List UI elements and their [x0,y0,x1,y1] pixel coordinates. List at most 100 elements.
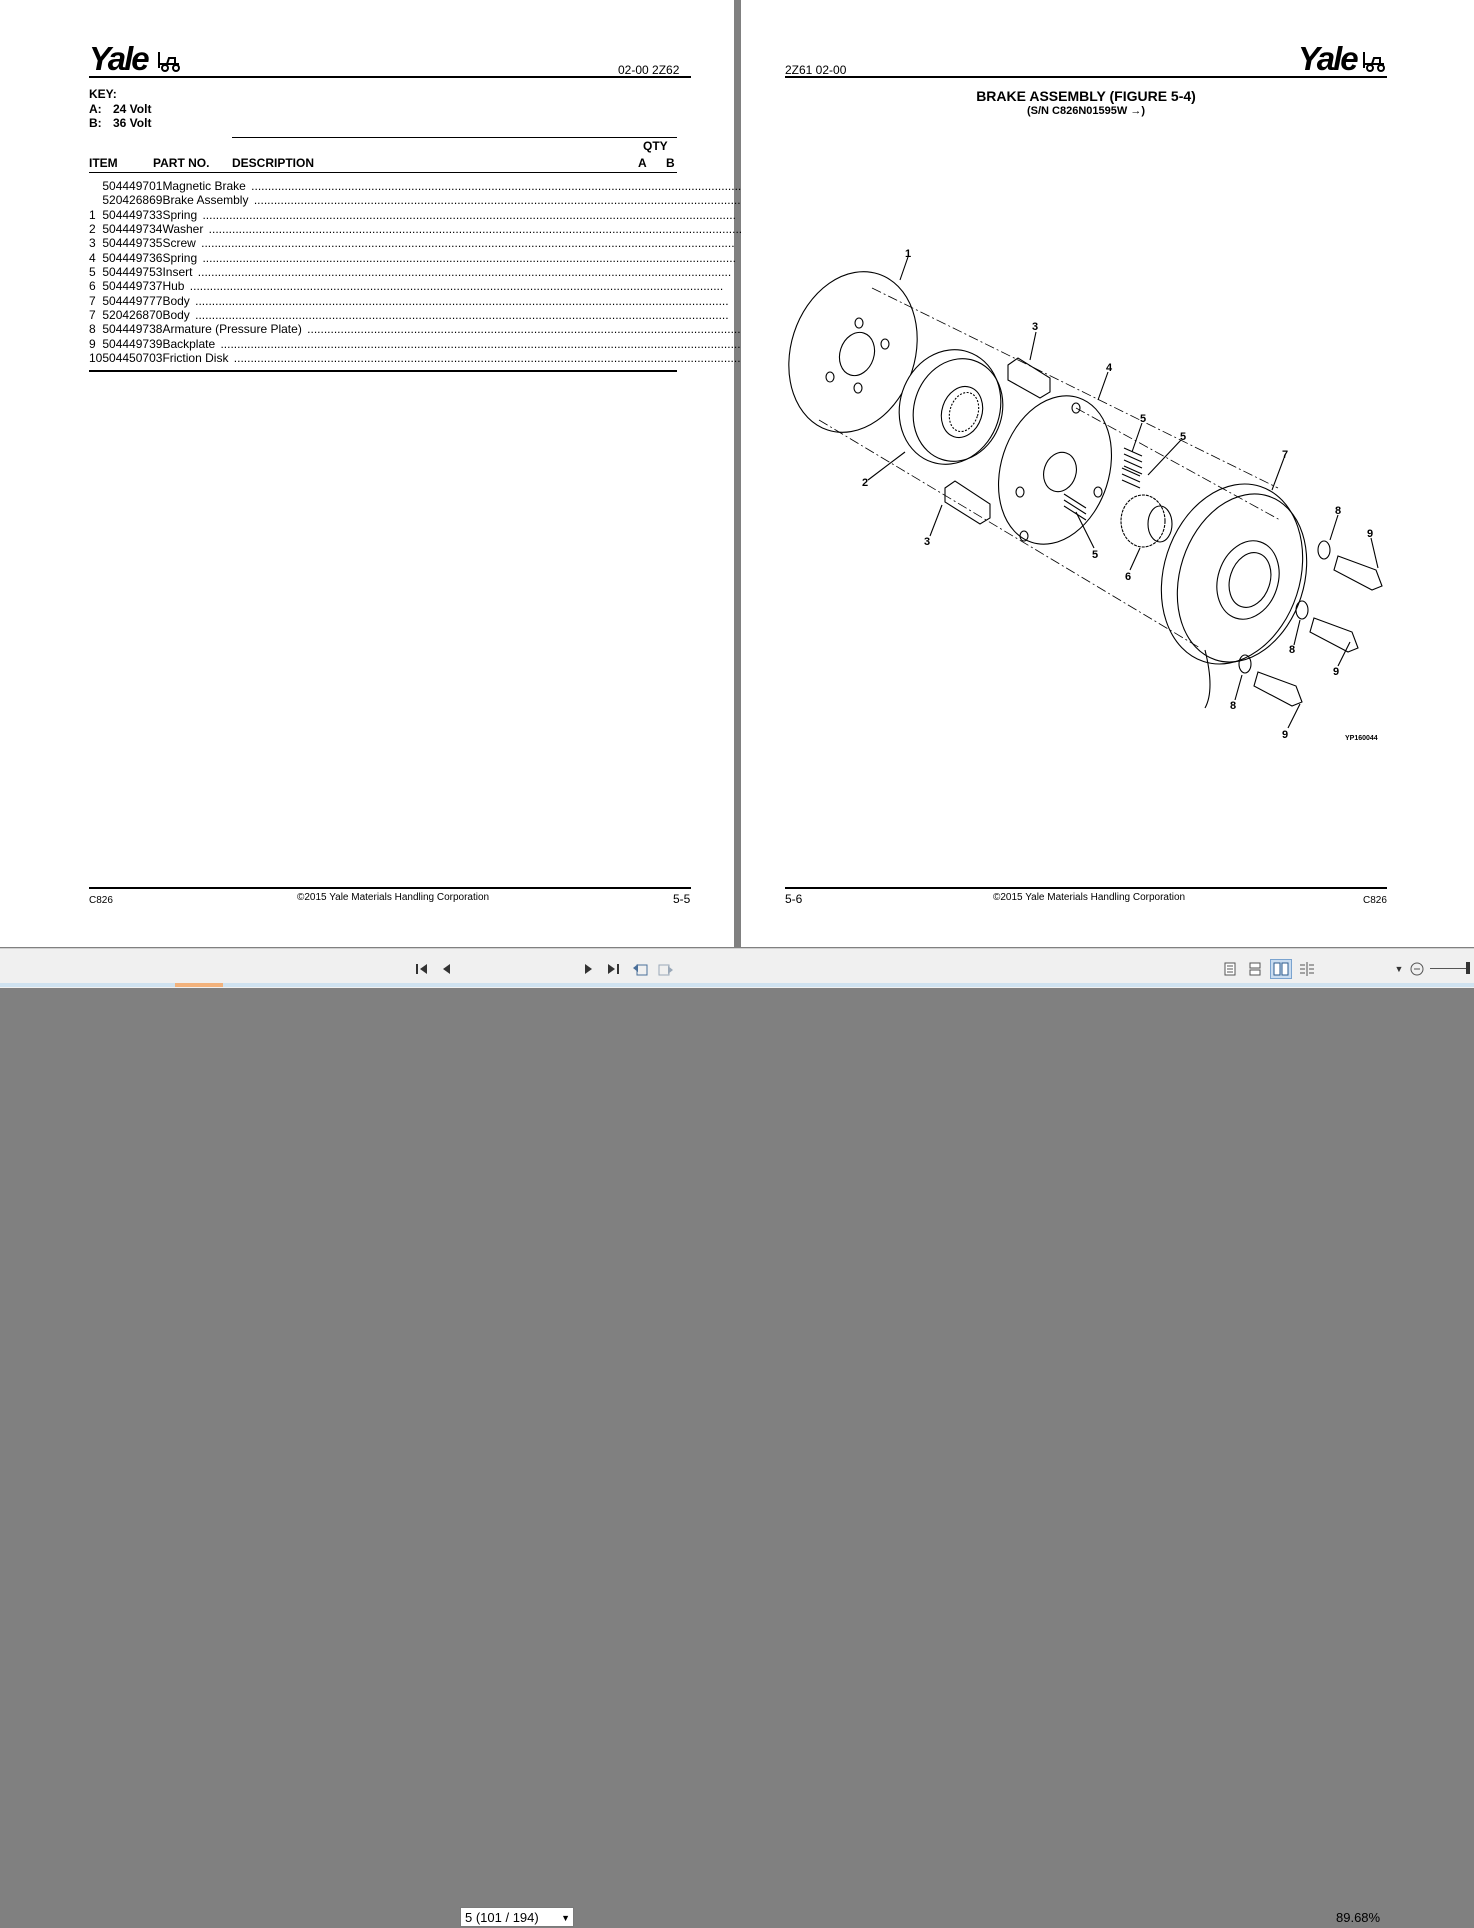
single-page-view-button[interactable] [1220,959,1240,979]
cell-item: 6 [89,279,96,294]
table-top-rule [232,137,677,138]
cell-item: 1 [89,207,96,222]
callout-9: 9 [1282,729,1288,741]
cell-part-no: 504450703 [102,351,163,366]
next-view-button[interactable] [656,959,676,979]
footer-rule [785,887,1387,889]
previous-view-button[interactable] [630,959,650,979]
cell-item: 8 [89,322,96,337]
callout-6: 6 [1125,571,1131,583]
left-page: Yale 02-00 2Z62 KEY: A:24 Volt B:36 Volt… [0,0,867,947]
zoom-dropdown-button[interactable]: ▼ [1393,959,1405,979]
footer-page-number: 5-6 [785,892,803,906]
cell-part-no: 520426869 [102,193,163,208]
description-text: Brake Assembly [162,193,251,208]
callout-3: 3 [924,536,930,548]
description-text: Body [162,308,192,323]
cell-description: Screw ..................................… [162,236,840,251]
chevron-down-icon: ▼ [1394,964,1404,974]
next-page-button[interactable] [579,959,599,979]
continuous-view-button[interactable] [1245,959,1265,979]
zoom-out-button[interactable] [1407,959,1427,979]
cell-item [89,193,102,207]
key-item: B:36 Volt [89,116,152,130]
col-header-a: A [638,156,647,170]
next-view-icon [658,964,673,976]
callout-3: 3 [1032,321,1038,333]
cell-description: Hub ....................................… [162,279,840,294]
cell-description: Washer .................................… [162,222,840,237]
taskbar-strip [0,983,1474,987]
callout-9: 9 [1367,528,1373,540]
previous-view-icon [633,964,648,976]
leader-dots: ........................................… [194,265,732,280]
cell-item: 5 [89,265,96,280]
leader-dots: ........................................… [247,179,785,193]
cell-part-no: 504449738 [102,322,163,337]
col-header-desc: DESCRIPTION [232,156,315,170]
page-selector[interactable]: 5 (101 / 194) ▼ [460,1907,574,1927]
description-text: Washer [162,222,206,237]
cell-part-no: 504449735 [102,236,163,251]
first-page-button[interactable] [412,959,432,979]
cell-description: Insert .................................… [162,265,840,280]
viewer-toolbar: 5 (101 / 194) ▼ 89.68% ▼ [0,948,1474,1927]
description-text: Body [162,293,192,308]
two-page-view-button[interactable] [1270,959,1292,979]
description-text: Spring [162,250,200,265]
col-header-part: PART NO. [153,156,210,170]
previous-page-button[interactable] [436,959,456,979]
description-text: Backplate [162,336,218,351]
cell-item: 7 [89,308,96,323]
leader-dots: ........................................… [303,322,841,337]
cell-part-no: 504449777 [102,293,163,308]
zoom-out-icon [1410,962,1424,976]
two-page-icon [1273,962,1289,976]
two-page-continuous-icon [1300,962,1314,976]
description-text: Friction Disk [162,351,231,366]
continuous-icon [1249,962,1261,976]
zoom-slider[interactable] [1430,968,1470,969]
cell-description: Backplate ..............................… [162,336,840,351]
cell-item: 9 [89,336,96,351]
two-page-continuous-view-button[interactable] [1297,959,1317,979]
col-header-b: B [666,156,675,170]
description-text: Hub [162,279,187,294]
last-page-button[interactable] [603,959,623,979]
leader-dots: ........................................… [199,207,736,222]
col-header-item: ITEM [89,156,118,170]
page-selector-value: 5 (101 / 194) [465,1910,539,1925]
cell-description: Body ...................................… [162,308,840,323]
callout-9: 9 [1333,666,1339,678]
cell-part-no: 520426870 [102,308,163,323]
figure-id: YP160044 [1345,735,1378,742]
footer-page-number: 5-5 [673,892,691,906]
callout-8: 8 [1335,505,1341,517]
header-code: 02-00 2Z62 [618,63,680,77]
previous-page-icon [443,964,450,974]
cell-item: 10 [89,351,103,366]
cell-part-no: 504449736 [102,250,163,265]
zoom-level[interactable]: 89.68% [1336,1910,1381,1925]
header-rule [785,76,1387,78]
footer-copyright: ©2015 Yale Materials Handling Corporatio… [297,892,490,903]
zoom-slider-handle[interactable] [1466,962,1470,974]
description-text: Insert [162,265,195,280]
header-code: 2Z61 02-00 [785,63,847,77]
footer-model: C826 [89,895,113,906]
key-title: KEY: [89,87,117,101]
qty-header: QTY [643,139,668,153]
callout-8: 8 [1230,700,1236,712]
figure-subtitle: (S/N C826N01595W →) [1027,105,1145,117]
cell-description: Armature (Pressure Plate) ..............… [162,322,841,337]
cell-item: 7 [89,293,96,308]
leader-dots: ........................................… [191,293,729,308]
chevron-down-icon: ▼ [561,1913,570,1923]
table-bottom-rule [89,370,677,372]
